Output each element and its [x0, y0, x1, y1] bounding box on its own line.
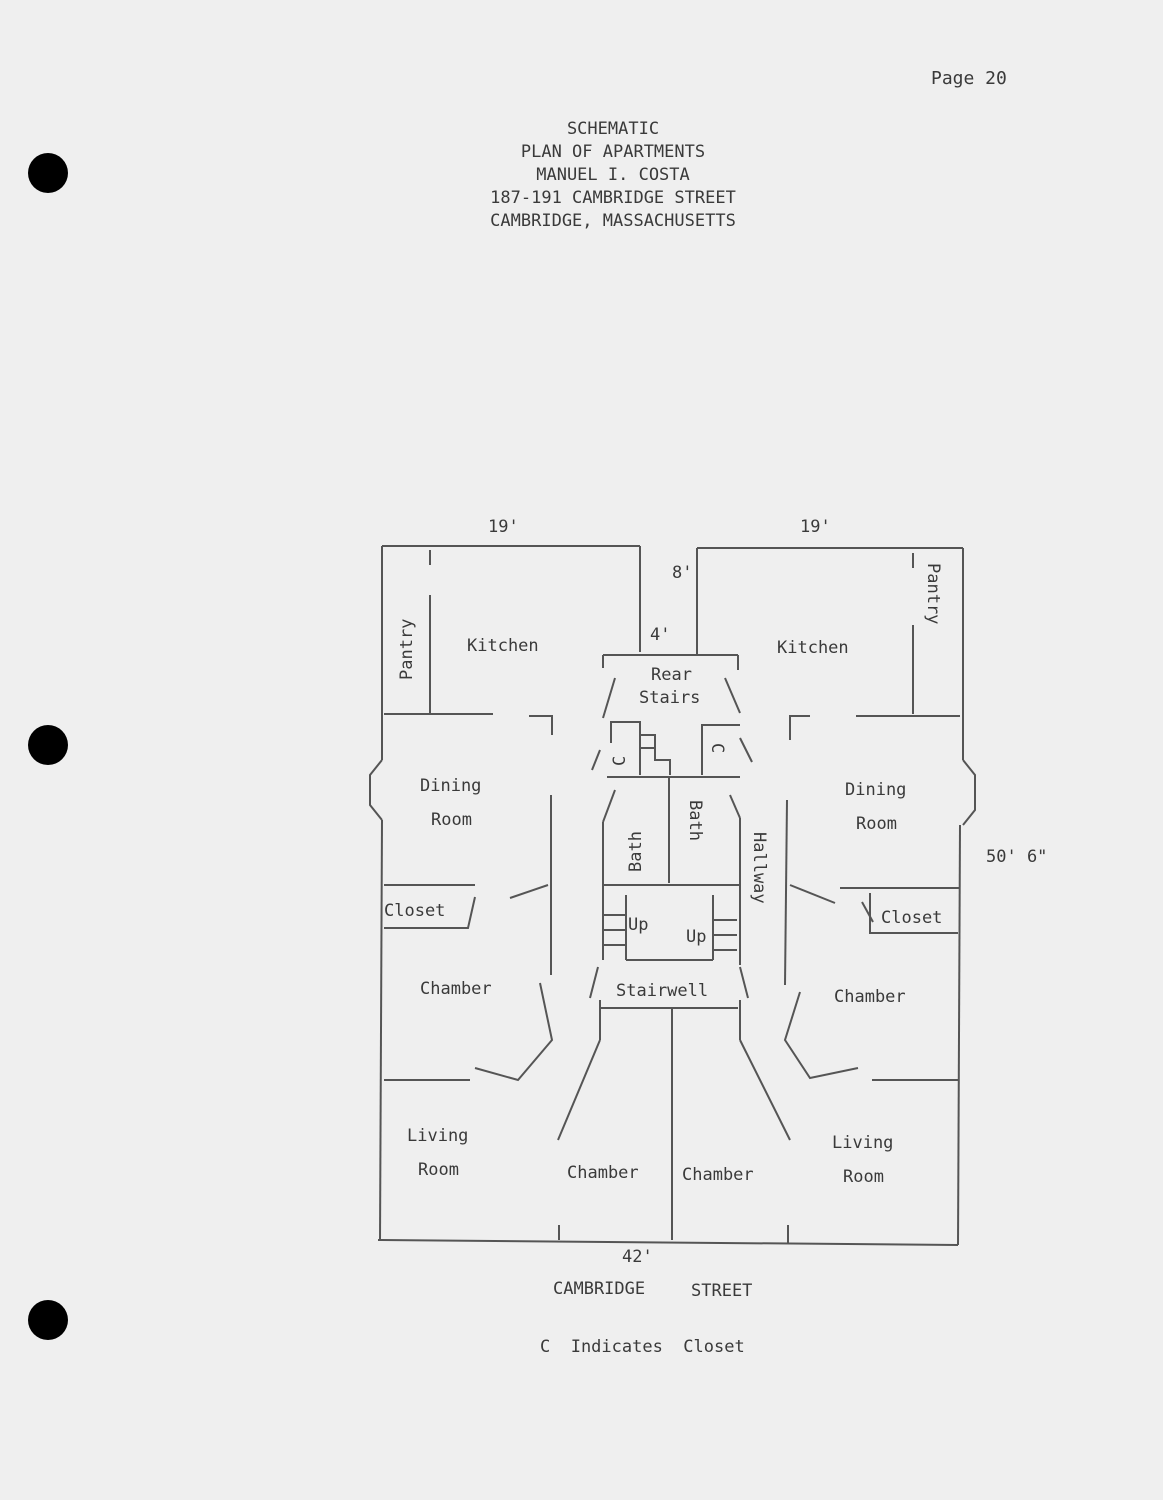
- room-dining-left: Dining: [420, 776, 481, 796]
- room-chamber-left: Chamber: [420, 979, 492, 999]
- binder-hole: [28, 725, 68, 765]
- page-number: Page 20: [931, 68, 1007, 89]
- binder-hole: [28, 1300, 68, 1340]
- room-dining-left: Room: [431, 810, 472, 830]
- street-label: STREET: [691, 1281, 753, 1301]
- room-pantry-right: Pantry: [923, 563, 943, 624]
- room-hallway: Hallway: [749, 832, 769, 904]
- room-bath-right: Bath: [685, 800, 705, 841]
- dim-right-width: 19': [800, 517, 831, 537]
- legend: C Indicates Closet: [540, 1337, 745, 1357]
- room-bath-left: Bath: [626, 831, 646, 872]
- room-closet-left: Closet: [384, 901, 445, 921]
- room-chamber-front-left: Chamber: [567, 1163, 639, 1183]
- dim-front-width: 42': [622, 1247, 653, 1267]
- room-closet-c-right: C: [707, 743, 727, 753]
- title-line: SCHEMATIC: [566, 119, 660, 139]
- title-line: 187-191 CAMBRIDGE STREET: [490, 188, 736, 208]
- room-stairwell: Stairwell: [616, 981, 708, 1001]
- room-labels: Pantry Kitchen Kitchen Pantry Rear Stair…: [384, 563, 943, 1187]
- room-living-left: Room: [418, 1160, 459, 1180]
- room-chamber-right: Chamber: [834, 987, 906, 1007]
- dimension-labels: 19' 19' 8' 4' 50' 6" 42': [488, 517, 1047, 1267]
- room-kitchen-left: Kitchen: [467, 636, 539, 656]
- room-closet-right: Closet: [881, 908, 942, 928]
- title-line: PLAN OF APARTMENTS: [520, 142, 706, 162]
- room-rear-stairs: Rear: [651, 665, 692, 685]
- title-line: CAMBRIDGE, MASSACHUSETTS: [490, 211, 736, 231]
- room-living-right: Room: [843, 1167, 884, 1187]
- room-kitchen-right: Kitchen: [777, 638, 849, 658]
- binder-hole: [28, 153, 68, 193]
- stair-up-left: Up: [628, 915, 648, 935]
- room-pantry-left: Pantry: [397, 619, 417, 680]
- document-title: SCHEMATIC PLAN OF APARTMENTS MANUEL I. C…: [0, 118, 1163, 233]
- dim-depth: 50' 6": [986, 847, 1047, 867]
- dim-gap-top: 8': [672, 563, 692, 583]
- dim-gap-inner: 4': [650, 625, 670, 645]
- room-closet-c-left: C: [610, 756, 630, 766]
- dim-left-width: 19': [488, 517, 519, 537]
- walls: [369, 545, 976, 1246]
- title-line: MANUEL I. COSTA: [536, 165, 690, 185]
- room-rear-stairs: Stairs: [639, 688, 700, 708]
- stair-up-right: Up: [686, 927, 706, 947]
- room-living-right: Living: [832, 1133, 893, 1153]
- room-dining-right: Room: [856, 814, 897, 834]
- room-dining-right: Dining: [845, 780, 906, 800]
- room-chamber-front-right: Chamber: [682, 1165, 754, 1185]
- room-living-left: Living: [407, 1126, 468, 1146]
- street-label: CAMBRIDGE: [553, 1279, 646, 1299]
